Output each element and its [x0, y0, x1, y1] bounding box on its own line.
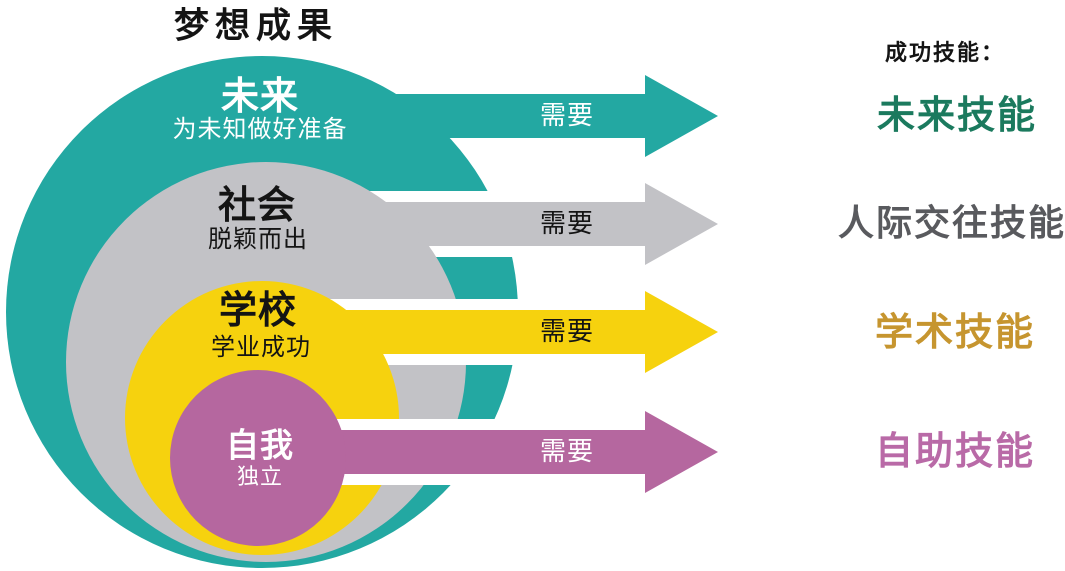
future-ring-label: 未来 — [220, 74, 300, 118]
self-arrow-label: 需要 — [539, 437, 595, 467]
society-ring-sublabel: 脱颖而出 — [208, 225, 308, 253]
society-skill-label: 人际交往技能 — [837, 203, 1065, 244]
future-arrow-label: 需要 — [539, 101, 595, 131]
self-ring-label: 自我 — [226, 425, 294, 465]
self-ring-sublabel: 独立 — [236, 465, 284, 490]
future-arrow — [345, 75, 718, 157]
society-ring-label: 社会 — [217, 183, 297, 227]
self-arrow — [289, 392, 741, 512]
school-arrow-label: 需要 — [539, 317, 595, 347]
school-skill-label: 学术技能 — [874, 310, 1036, 354]
self-circle — [170, 370, 346, 546]
school-ring-sublabel: 学业成功 — [211, 333, 311, 361]
self-skill-label: 自助技能 — [874, 429, 1036, 473]
diagram-title: 梦想成果 — [173, 6, 339, 47]
future-skill-label: 未来技能 — [876, 93, 1038, 137]
society-arrow-label: 需要 — [539, 209, 595, 239]
future-ring-sublabel: 为未知做好准备 — [172, 115, 348, 143]
skills-header: 成功技能： — [884, 41, 1006, 66]
school-ring-label: 学校 — [218, 288, 298, 332]
school-arrow — [319, 272, 741, 392]
